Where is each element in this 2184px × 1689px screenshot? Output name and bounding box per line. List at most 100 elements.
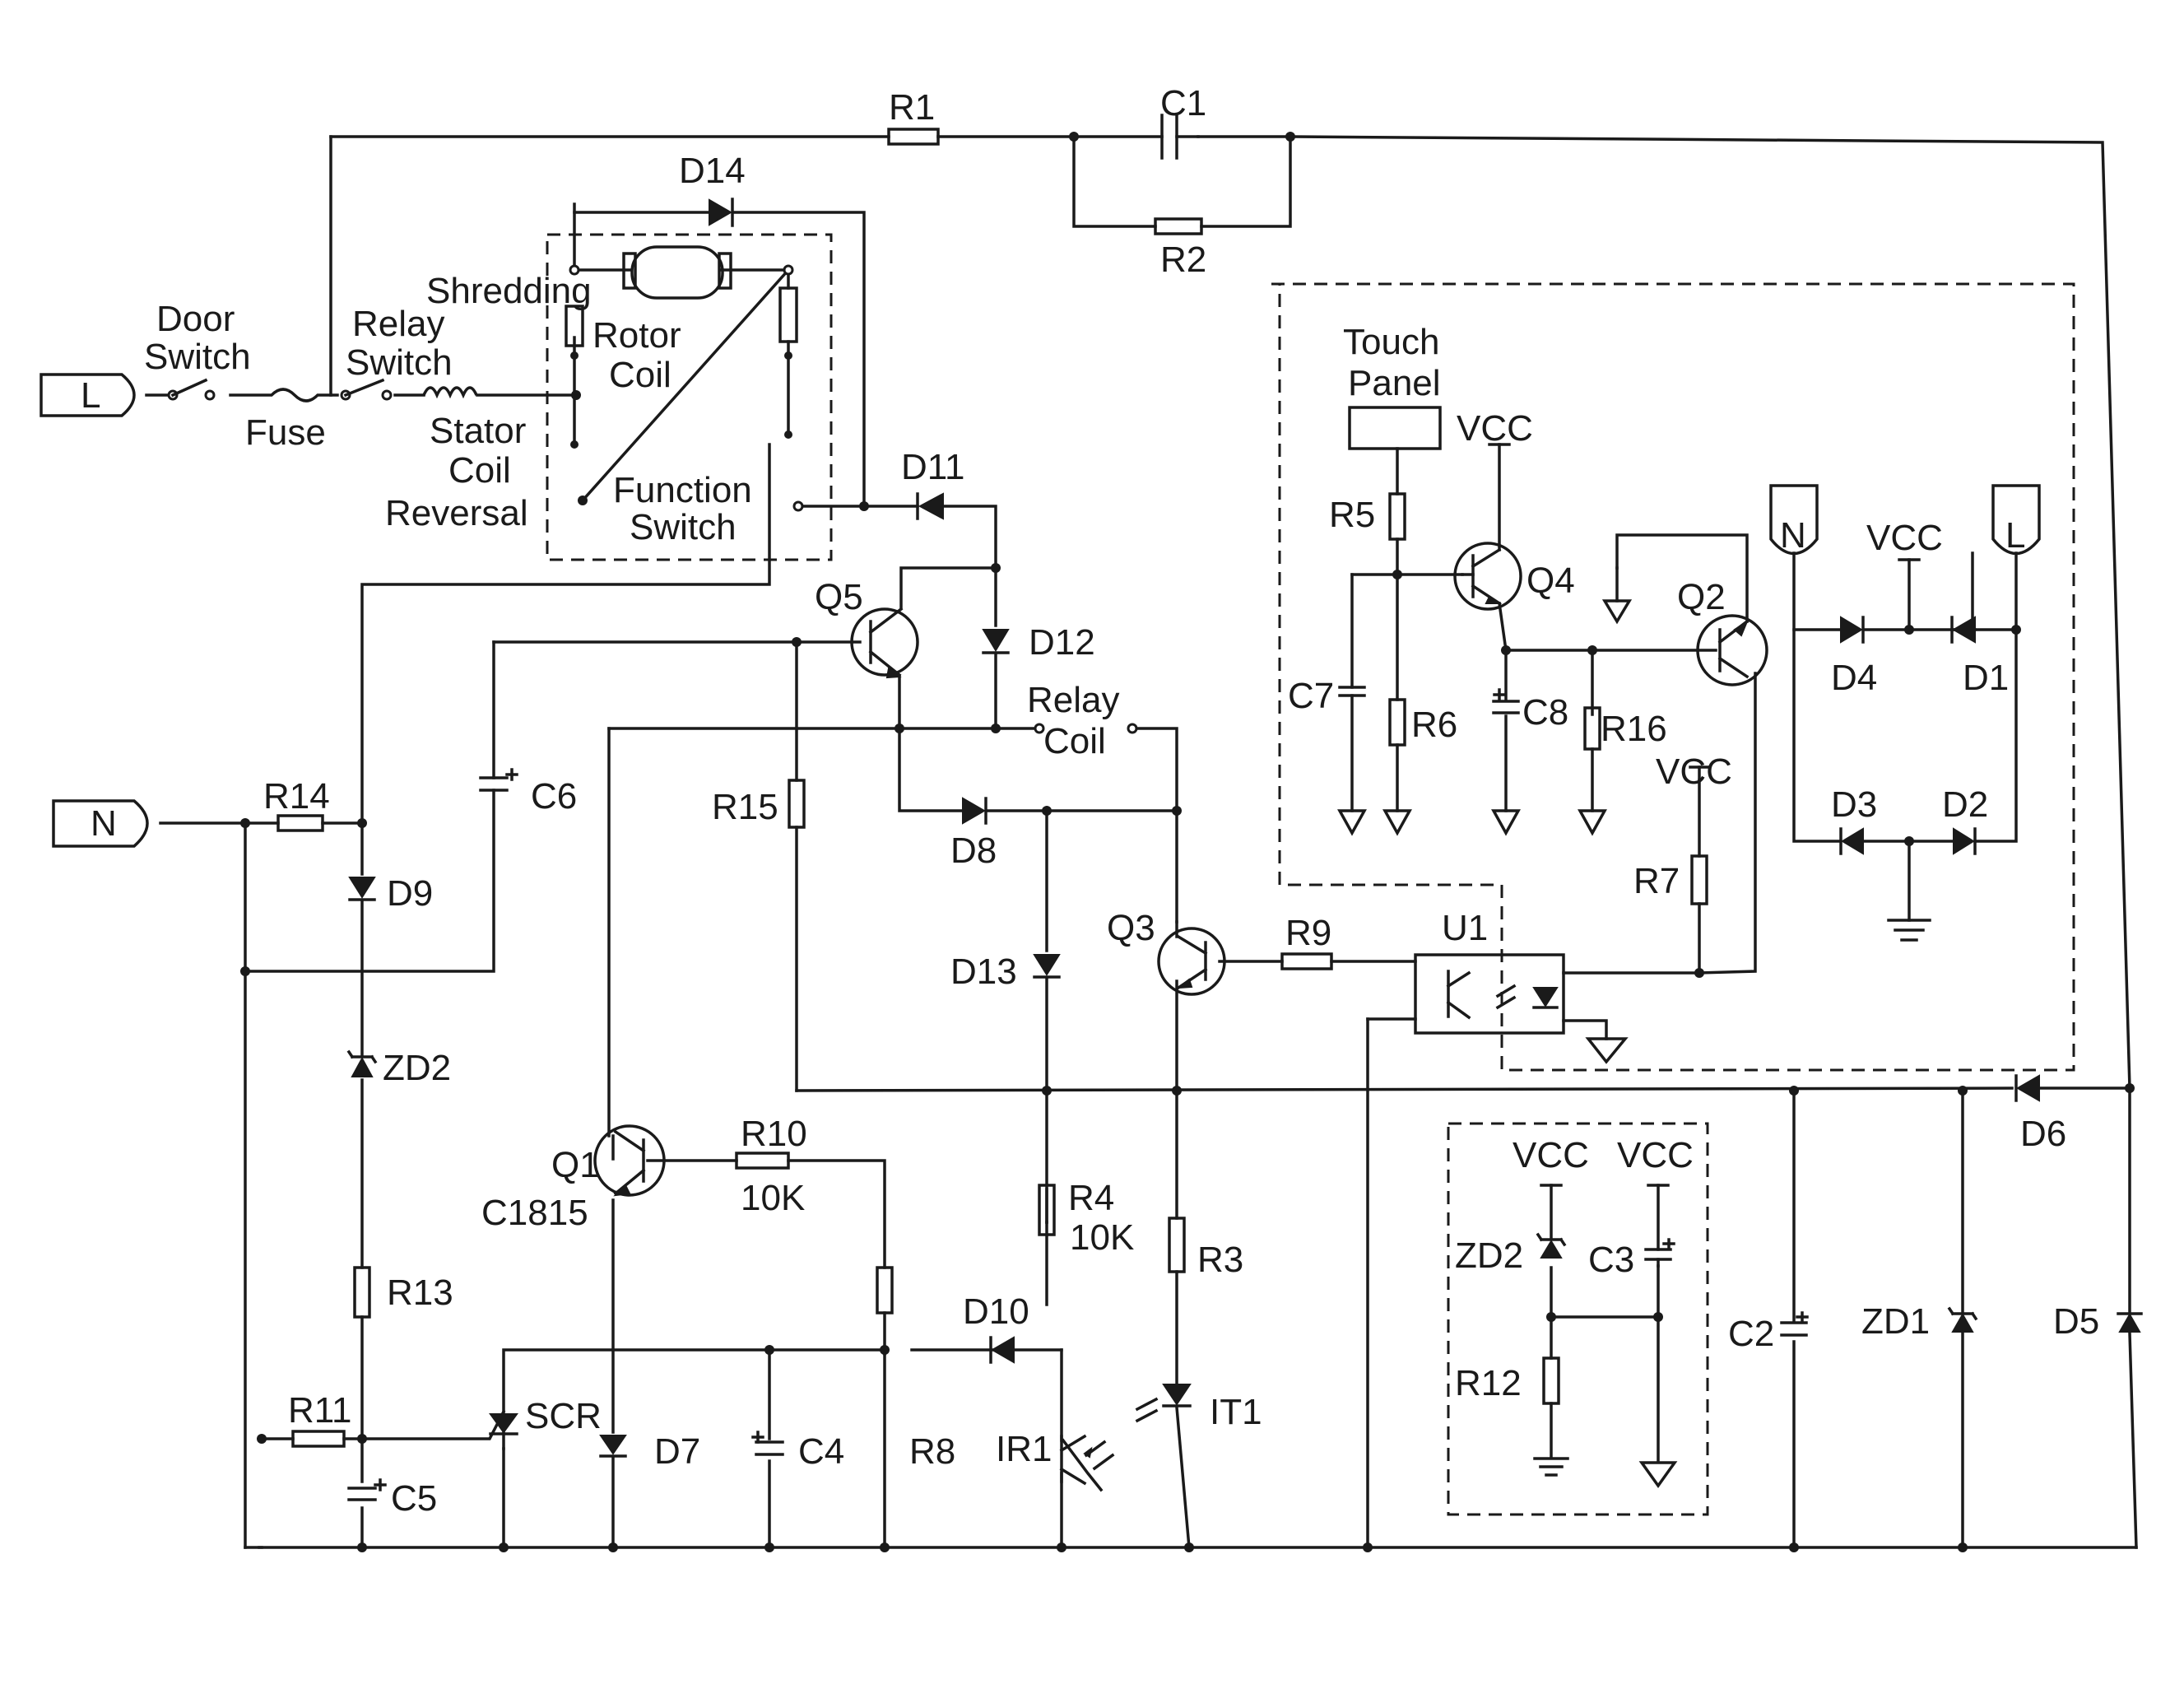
label-relay-switch: Switch: [346, 342, 453, 383]
label-vcc-b: VCC: [1617, 1135, 1694, 1175]
label-r7: R7: [1633, 861, 1680, 901]
label-zd2-reg: ZD2: [1455, 1235, 1523, 1276]
q3-transistor: [1157, 927, 1226, 996]
label-r10: R10: [741, 1114, 807, 1154]
label-rotor-coil: Coil: [609, 355, 671, 395]
r14-resistor: [276, 814, 324, 832]
d4-diode: [1840, 616, 1865, 644]
label-panel: Panel: [1348, 363, 1441, 403]
label-rotor: Rotor: [592, 315, 681, 356]
label-q2: Q2: [1677, 577, 1726, 617]
c7-capacitor: [1338, 686, 1366, 697]
label-q5: Q5: [815, 577, 863, 617]
it1-ir-emitter: [1135, 1384, 1192, 1423]
ground-c7: [1337, 809, 1367, 836]
label-ir1: IR1: [996, 1429, 1052, 1469]
r16-resistor: [1583, 706, 1601, 751]
label-zd2: ZD2: [383, 1048, 451, 1088]
n-rect-plug: [1769, 484, 1819, 556]
label-relay-coil-1: Relay: [1027, 680, 1120, 720]
function-switch-resistor: [778, 286, 798, 343]
label-d2: D2: [1942, 784, 1988, 825]
label-stator-coil: Coil: [448, 450, 511, 491]
c3-capacitor: [1644, 1238, 1675, 1268]
label-vcc-q4: VCC: [1457, 408, 1533, 449]
label-d5: D5: [2053, 1301, 2099, 1342]
label-c2: C2: [1728, 1314, 1774, 1354]
r6-resistor: [1388, 698, 1406, 747]
label-r16: R16: [1601, 709, 1667, 749]
d8-diode: [962, 797, 987, 825]
c8-capacitor: [1492, 688, 1520, 714]
label-r1: R1: [889, 87, 935, 128]
r5-resistor: [1388, 492, 1406, 541]
q2-transistor: [1696, 614, 1768, 686]
label-r9: R9: [1285, 913, 1331, 953]
regulator-dashed-box: [1447, 1122, 1709, 1516]
d12-diode: [982, 629, 1010, 654]
c6-capacitor: [479, 768, 518, 792]
label-r6: R6: [1411, 705, 1457, 745]
d10-diode: [989, 1336, 1015, 1364]
label-q4: Q4: [1526, 561, 1575, 601]
label-d7: D7: [654, 1431, 700, 1472]
r3-resistor: [1168, 1217, 1186, 1273]
label-door: Door: [156, 299, 235, 339]
label-10k-r4: 10K: [1070, 1217, 1134, 1258]
label-u1: U1: [1442, 908, 1488, 948]
r12-resistor: [1542, 1356, 1560, 1405]
d13-diode: [1033, 954, 1061, 979]
label-l-rect: L: [2005, 515, 2025, 556]
d2-diode: [1953, 827, 1977, 855]
label-touch: Touch: [1343, 322, 1439, 362]
r8-resistor: [876, 1266, 894, 1314]
motor-dashed-box: [546, 233, 833, 561]
labels: R1 C1 R2 D14 Door Switch Fuse Relay Swit…: [81, 83, 2099, 1519]
label-d3: D3: [1831, 784, 1877, 825]
label-10k-r10: 10K: [741, 1178, 805, 1218]
motor-icon: [622, 245, 732, 300]
label-r11: R11: [288, 1390, 351, 1431]
label-vcc-rect: VCC: [1866, 518, 1943, 558]
r11-resistor: [291, 1430, 346, 1448]
label-vcc-r7: VCC: [1656, 751, 1732, 792]
r4-resistor: [1038, 1184, 1056, 1236]
d3-diode: [1839, 827, 1864, 855]
label-d10: D10: [963, 1291, 1029, 1332]
d1-diode: [1950, 616, 1976, 644]
label-fuse: Fuse: [245, 412, 326, 453]
d14-diode: [709, 198, 734, 227]
label-it1: IT1: [1210, 1392, 1262, 1432]
label-r2: R2: [1160, 240, 1206, 280]
relay-switch: [340, 378, 393, 401]
label-d9: D9: [387, 873, 433, 914]
label-c3: C3: [1588, 1240, 1634, 1280]
q5-transistor: [850, 607, 919, 679]
r2-resistor: [1154, 217, 1203, 235]
label-r14: R14: [263, 776, 330, 817]
label-reversal: Reversal: [385, 493, 528, 533]
label-c1: C1: [1160, 83, 1206, 123]
d11-diode: [916, 492, 944, 520]
touch-panel-dashed-box: [1271, 282, 2075, 1072]
r15-resistor: [788, 779, 806, 829]
d5-diode: [2117, 1312, 2143, 1333]
label-d1: D1: [1963, 658, 2009, 698]
l-rect-plug: [1991, 484, 2041, 556]
zd2-zener: [346, 1049, 378, 1077]
d7-diode: [599, 1435, 627, 1458]
label-r4: R4: [1068, 1178, 1114, 1218]
ground-c3: [1638, 1461, 1678, 1489]
label-r15: R15: [712, 787, 778, 827]
label-q3: Q3: [1107, 908, 1155, 948]
c2-capacitor: [1780, 1311, 1809, 1337]
d9-diode: [348, 877, 376, 901]
label-d12: D12: [1029, 622, 1095, 663]
label-r12: R12: [1455, 1363, 1522, 1403]
label-scr: SCR: [525, 1396, 602, 1436]
label-r3: R3: [1197, 1240, 1243, 1280]
label-c5: C5: [391, 1478, 437, 1519]
label-q1: Q1: [551, 1145, 600, 1185]
label-n-rect: N: [1780, 515, 1806, 556]
ir1-phototransistor: [1059, 1434, 1115, 1486]
